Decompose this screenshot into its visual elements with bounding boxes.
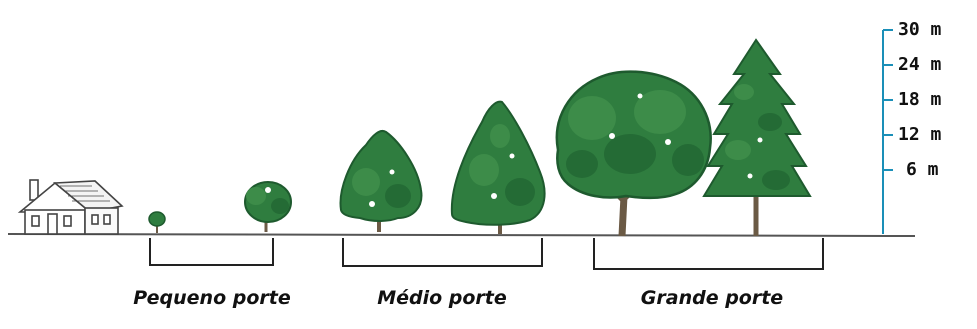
medium-tree-1-icon [339, 130, 423, 232]
large-broadleaf-tree-icon [555, 70, 712, 237]
small-tree-icon [244, 181, 292, 232]
category-label-medio: Médio porte [377, 287, 507, 309]
house-icon [17, 179, 124, 235]
scale-tick-18m: 18 m [898, 89, 942, 110]
bracket-grande [593, 238, 824, 270]
category-label-pequeno: Pequeno porte [133, 287, 291, 309]
large-conifer-tree-icon [702, 38, 812, 236]
bracket-pequeno [149, 238, 274, 266]
scale-tick-6m: 6 m [906, 159, 939, 180]
category-label-grande: Grande porte [640, 287, 784, 309]
medium-tree-2-icon [450, 100, 546, 234]
scale-tick-24m: 24 m [898, 54, 942, 75]
scale-tick-30m: 30 m [898, 19, 942, 40]
ground-line [7, 233, 916, 237]
height-scale-axis [882, 29, 893, 234]
bracket-medio [342, 238, 543, 267]
small-bush-icon [148, 211, 166, 233]
scale-tick-12m: 12 m [898, 124, 942, 145]
